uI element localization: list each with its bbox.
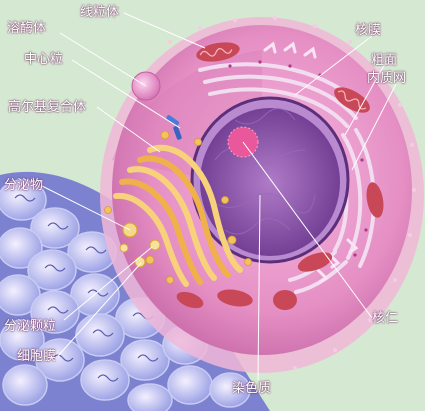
secretory-granule-shapes <box>119 239 161 268</box>
centriole-shapes <box>166 115 182 140</box>
label-rough-er-line2: 内质网 <box>367 71 407 86</box>
label-secretory-granule: 分泌颗粒 <box>4 319 57 334</box>
leader-lines <box>41 12 397 381</box>
mitochondria-shapes <box>176 42 384 310</box>
label-chromatin: 染色质 <box>232 381 272 396</box>
label-cell-membrane: 细胞膜 <box>17 349 57 364</box>
label-golgi: 高尔基复合体 <box>8 100 87 115</box>
label-nucleolus: 核仁 <box>372 311 399 326</box>
label-centriole: 中心粒 <box>24 52 64 67</box>
label-nuclear-envelope: 核膜 <box>355 23 382 38</box>
label-rough-er-line1: 粗面 <box>371 53 398 68</box>
label-secretion: 分泌物 <box>4 178 44 193</box>
label-lysosome: 溶酶体 <box>7 21 47 36</box>
label-mitochondria: 线粒体 <box>80 5 120 20</box>
golgi-shape <box>113 144 243 287</box>
